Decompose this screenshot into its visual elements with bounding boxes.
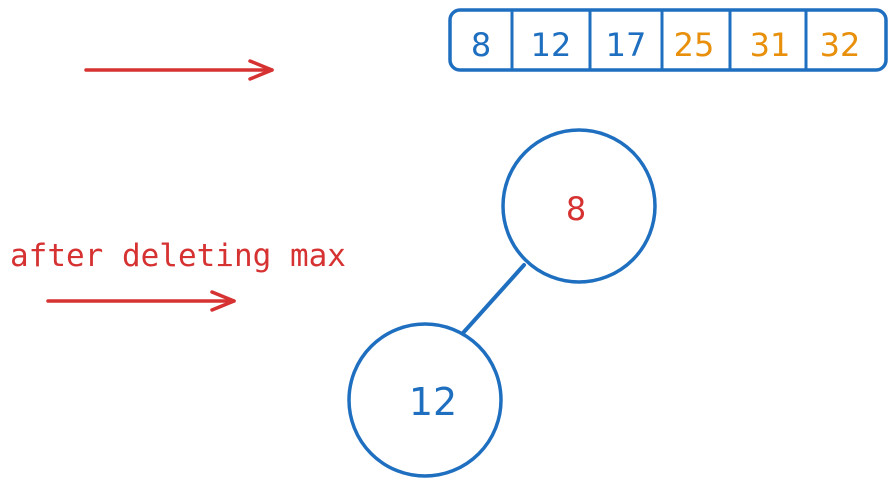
- caption-arrow: [46, 290, 236, 312]
- array-cell-value: 32: [820, 26, 861, 64]
- top-arrow: [84, 59, 274, 81]
- sorted-array: 8 12 17 25 31 32: [448, 8, 888, 72]
- array-outline: [448, 8, 888, 72]
- array-cell-value: 31: [750, 26, 791, 64]
- array-cell-value: 17: [606, 26, 647, 64]
- tree-edge: [461, 263, 526, 335]
- root-node-circle: [501, 128, 657, 284]
- array-cell-value: 25: [674, 26, 715, 64]
- left-child-node-circle: [347, 322, 503, 478]
- array-cell-value: 8: [471, 26, 491, 64]
- after-deleting-max-caption: after deleting max: [10, 238, 346, 274]
- root-node-value: 8: [566, 190, 586, 228]
- tree-root-node: 8: [501, 128, 657, 284]
- tree-left-child-node: 12: [347, 322, 503, 478]
- left-child-node-value: 12: [409, 380, 457, 424]
- array-cell-value: 12: [531, 26, 572, 64]
